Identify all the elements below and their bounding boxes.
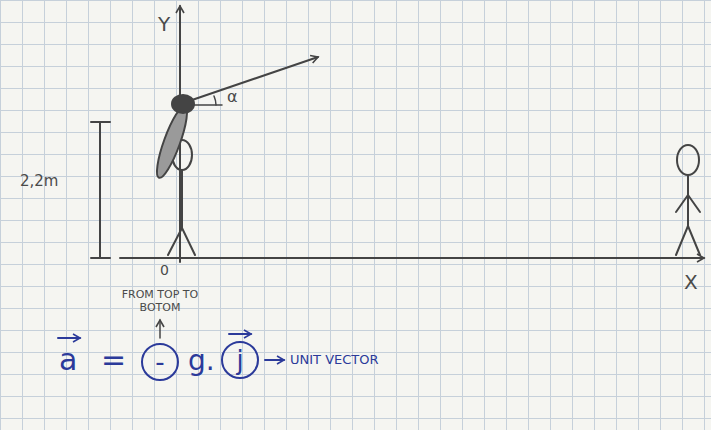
person-leg xyxy=(168,228,182,255)
equation-sign: = xyxy=(101,342,126,378)
person-head xyxy=(677,145,699,175)
person-body xyxy=(687,175,689,226)
dimension-line xyxy=(99,122,101,258)
ball xyxy=(172,95,194,113)
circled-unit-vector: j xyxy=(221,341,260,380)
person-leg xyxy=(676,226,688,255)
angle-label: α xyxy=(227,87,238,106)
vector-arrow xyxy=(229,333,251,335)
leader-line xyxy=(159,320,161,338)
person-leg xyxy=(182,228,195,255)
note: FROM TOP TO BOTOM xyxy=(120,288,200,314)
dimension-tick xyxy=(91,257,110,259)
circled-sign: - xyxy=(141,343,180,382)
note: UNIT VECTOR xyxy=(290,352,379,368)
vector-arrow xyxy=(58,337,80,339)
person-arm xyxy=(688,195,700,212)
equation-term: g. xyxy=(188,344,215,378)
circled-symbol: j xyxy=(236,346,243,375)
person-arm xyxy=(676,195,688,212)
raised-arm xyxy=(151,104,192,181)
dimension-label: 2,2m xyxy=(20,172,58,190)
person-body xyxy=(181,170,183,228)
leader-arrow xyxy=(265,359,284,361)
origin-label: 0 xyxy=(160,262,169,279)
axis-label: Y xyxy=(158,12,170,36)
horizontal-reference xyxy=(192,104,222,106)
dimension-tick xyxy=(91,121,110,123)
velocity-arrow xyxy=(192,57,318,100)
axis-label: X xyxy=(684,270,698,294)
x-axis xyxy=(120,257,704,259)
equation-term: a xyxy=(59,342,77,378)
circled-symbol: - xyxy=(155,348,164,377)
person-leg xyxy=(688,226,700,255)
angle-arc xyxy=(214,96,216,105)
